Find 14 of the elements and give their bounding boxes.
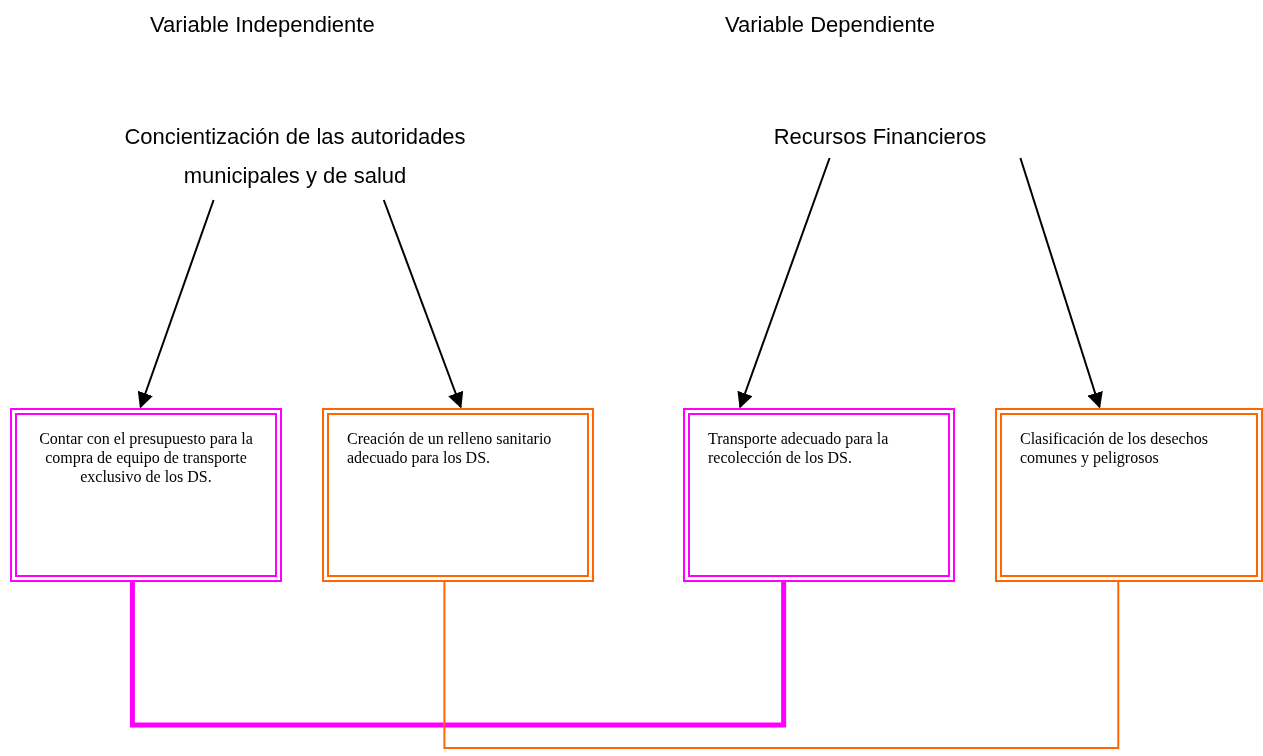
indicator-box: Contar con el presupuesto para la compra de equipo de transporte exclusivo de los DS. [10, 408, 282, 582]
heading-label: Variable Independiente [150, 12, 375, 38]
connector-line [443, 581, 1120, 749]
variable-text: Recursos Financieros [700, 118, 1060, 158]
arrow [737, 157, 831, 409]
arrow [382, 199, 464, 409]
indicator-box: Clasificación de los desechos comunes y peligrosos [995, 408, 1263, 582]
arrow [137, 199, 215, 409]
heading-label: Variable Dependiente [725, 12, 935, 38]
connector-line [129, 582, 787, 728]
arrow [1019, 157, 1103, 409]
indicator-box: Creación de un relleno sanitario adecuado para los DS. [322, 408, 594, 582]
variable-text: Concientización de las autoridades municipales y de salud [110, 118, 480, 200]
indicator-box: Transporte adecuado para la recolección de los DS. [683, 408, 955, 582]
